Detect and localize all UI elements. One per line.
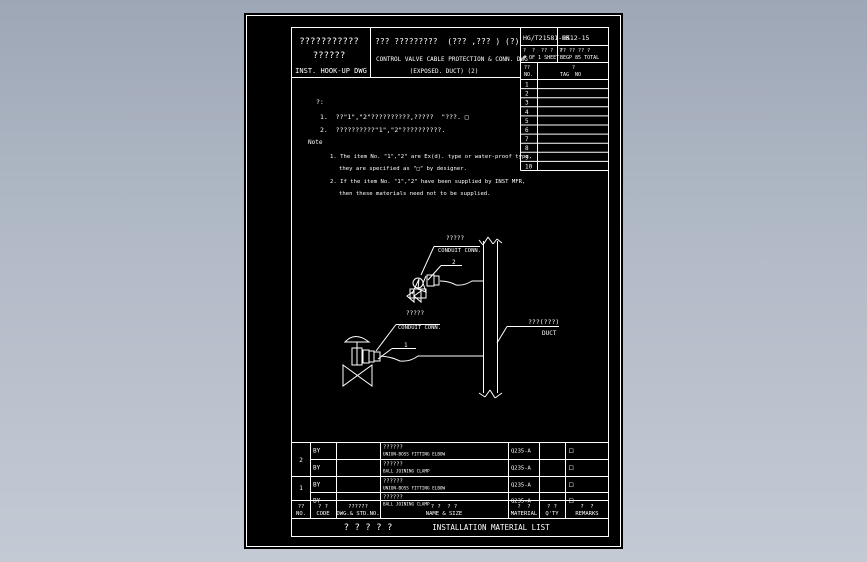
title-cn: ??????????? bbox=[299, 37, 359, 47]
tag-row-number: 1 bbox=[525, 82, 529, 89]
tag-no-header-cn: ?? bbox=[524, 65, 530, 71]
material-row-name-cn: ?????? bbox=[383, 495, 403, 501]
tag-row-number: 8 bbox=[525, 145, 529, 152]
notes-cn-1: 1. ??"1","2"??????????,????? "???. □ bbox=[320, 113, 469, 121]
material-row-remark: □ bbox=[569, 481, 573, 489]
desc-en-1: CONTROL VALVE CABLE PROTECTION & CONN. D… bbox=[376, 56, 528, 63]
tag-header-cn: ? bbox=[572, 65, 575, 71]
total-header-en: BEGP 85 TOTAL bbox=[560, 55, 599, 61]
material-list-title-cn: ? ? ? ? ? bbox=[344, 523, 393, 533]
tag-row-number: 7 bbox=[525, 136, 529, 143]
notes-cn-head: ?: bbox=[316, 98, 324, 106]
material-row-name-en: BALL JOINING CLAMP bbox=[383, 469, 430, 475]
notes-block: ?: 1. ??"1","2"??????????,????? "???. □ … bbox=[308, 98, 532, 197]
inner-frame bbox=[291, 27, 609, 537]
material-row-material: Q235-A bbox=[511, 499, 532, 505]
duct-label-en: DUCT bbox=[542, 330, 557, 337]
material-row-remark: □ bbox=[569, 464, 573, 472]
tag-row-number: 6 bbox=[525, 127, 529, 134]
drawing-sheet: ??????????? ?????? INST. HOOK-UP DWG ???… bbox=[244, 13, 623, 549]
tag-row-number: 2 bbox=[525, 91, 529, 98]
callout-2: 2 bbox=[452, 259, 456, 266]
duct-pipe bbox=[478, 236, 503, 399]
notes-en-2b: then these materials need not to be supp… bbox=[339, 191, 491, 197]
notes-en-1a: 1. The item No. "1","2" are Ex(d). type … bbox=[330, 154, 532, 160]
desc-en-2: (EXPOSED. DUCT) (2) bbox=[410, 68, 479, 75]
notes-en-2a: 2. If the item No. "1","2" have been sup… bbox=[330, 179, 525, 185]
material-row-name-en: UNION-BOSS FITTING ELBOW bbox=[383, 486, 445, 492]
duct-label-cn: ???(???) bbox=[528, 318, 559, 326]
svg-text:? ?: ? ? bbox=[580, 504, 593, 510]
material-row-remark: □ bbox=[569, 447, 573, 455]
material-row-name-cn: ?????? bbox=[383, 445, 403, 451]
tag-row-number: 3 bbox=[525, 100, 529, 107]
material-row-name-en: UNION-BOSS FITTING ELBOW bbox=[383, 452, 445, 458]
material-row-name-cn: ?????? bbox=[383, 462, 403, 468]
material-row-remark: □ bbox=[569, 497, 573, 505]
title-en: INST. HOOK-UP DWG bbox=[295, 67, 367, 75]
upper-conduit-label-en: CONDUIT CONN. bbox=[438, 248, 481, 254]
material-row-code: BY bbox=[313, 465, 321, 472]
upper-valve-assembly bbox=[406, 274, 483, 304]
upper-conduit-label-cn: ????? bbox=[446, 235, 464, 242]
svg-text:? ?: ? ? bbox=[517, 504, 530, 510]
material-row-code: BY bbox=[313, 448, 321, 455]
lower-conduit-label-en: CONDUIT CONN. bbox=[398, 325, 441, 331]
material-row-name-en: BALL JOINING CLAMP bbox=[383, 502, 430, 508]
lower-valve-assembly bbox=[342, 336, 483, 387]
sheet-header-en: # OF 1 SHEET bbox=[523, 55, 559, 61]
svg-text:REMARKS: REMARKS bbox=[575, 511, 598, 517]
outer-frame bbox=[246, 15, 621, 547]
svg-text:CODE: CODE bbox=[316, 511, 329, 517]
material-row-code: BY bbox=[313, 482, 321, 489]
material-list-header: ?? NO. ? ? CODE ?????? DWG.& STD.NO. ? ?… bbox=[296, 504, 599, 517]
tag-header-en: TAG NO bbox=[560, 72, 581, 78]
svg-text:? ?: ? ? bbox=[318, 504, 328, 510]
sheet-header-cn: ? ? ?? ? ? bbox=[523, 48, 562, 54]
desc-cn: ??? ????????? (??? ,??? ) (?) bbox=[375, 37, 520, 46]
svg-text:NO.: NO. bbox=[296, 511, 306, 517]
tag-row-number: 10 bbox=[525, 163, 533, 170]
cad-drawing: ??????????? ?????? INST. HOOK-UP DWG ???… bbox=[246, 15, 621, 547]
svg-text:??: ?? bbox=[298, 504, 305, 510]
svg-text:??????: ?????? bbox=[348, 504, 368, 510]
notes-en-head: Note bbox=[308, 139, 323, 146]
svg-text:DWG.& STD.NO.: DWG.& STD.NO. bbox=[336, 511, 379, 517]
tag-row-number: 4 bbox=[525, 109, 529, 116]
material-row-material: Q235-A bbox=[511, 449, 532, 455]
callout-1: 1 bbox=[404, 342, 408, 349]
standard-number: HG/T21581-95 bbox=[523, 34, 570, 42]
tag-row-number: 9 bbox=[525, 154, 529, 161]
lower-conduit-label-cn: ????? bbox=[406, 310, 424, 317]
total-header-cn: ?? ?? ?? ? bbox=[560, 48, 590, 54]
svg-text:MATERIAL: MATERIAL bbox=[511, 511, 538, 517]
material-row-name-cn: ?????? bbox=[383, 479, 403, 485]
tag-no-header-en: NO. bbox=[524, 72, 533, 78]
sheet-number: HK12-15 bbox=[562, 34, 589, 42]
notes-cn-2: 2. ??????????"1","2"??????????. bbox=[320, 126, 445, 134]
leader-lines bbox=[375, 246, 559, 360]
material-row-code: BY bbox=[313, 498, 321, 505]
material-row-no: 1 bbox=[299, 485, 303, 492]
material-row-material: Q235-A bbox=[511, 483, 532, 489]
material-row-material: Q235-A bbox=[511, 466, 532, 472]
material-list-title-en: INSTALLATION MATERIAL LIST bbox=[432, 523, 550, 532]
svg-text:Q'TY: Q'TY bbox=[545, 511, 559, 517]
tag-row-number: 5 bbox=[525, 118, 529, 125]
svg-text:? ?: ? ? bbox=[547, 504, 557, 510]
svg-text:NAME & SIZE: NAME & SIZE bbox=[426, 511, 462, 517]
svg-text:? ? ? ?: ? ? ? ? bbox=[431, 504, 458, 510]
notes-en-1b: they are specified as "□" by designer. bbox=[339, 166, 467, 172]
subtitle-cn: ?????? bbox=[313, 51, 346, 61]
material-row-no: 2 bbox=[299, 457, 303, 464]
